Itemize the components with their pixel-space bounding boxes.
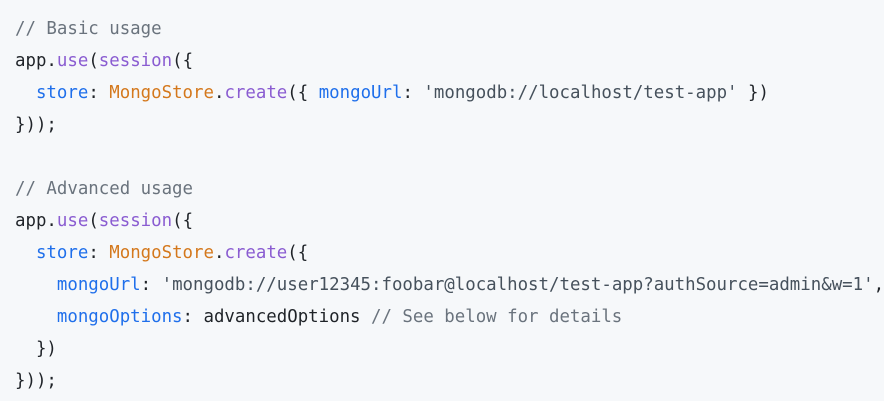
code-token-plain: : bbox=[402, 83, 424, 103]
code-token-prop: store bbox=[35, 83, 89, 103]
code-token-plain: . bbox=[213, 83, 225, 103]
code-line: // Basic usage bbox=[15, 13, 842, 45]
code-token-plain: }) bbox=[737, 83, 769, 103]
code-token-plain: ( bbox=[88, 211, 99, 231]
code-token-plain: : advancedOptions bbox=[182, 307, 371, 327]
code-token-method: use bbox=[56, 211, 89, 231]
code-token-class: MongoStore bbox=[109, 83, 214, 103]
code-token-comment: // See below for details bbox=[371, 307, 623, 327]
code-token-plain: : bbox=[140, 275, 162, 295]
code-token-prop: mongoUrl bbox=[318, 83, 403, 103]
code-token-method: session bbox=[98, 211, 173, 231]
code-token-plain: })); bbox=[15, 371, 57, 391]
code-line: store: MongoStore.create({ mongoUrl: 'mo… bbox=[15, 77, 842, 109]
code-token-comment: // Basic usage bbox=[15, 19, 162, 39]
code-token-string: 'mongodb://user12345:foobar@localhost/te… bbox=[161, 275, 874, 295]
code-token-plain: : bbox=[88, 243, 110, 263]
code-line: // Advanced usage bbox=[15, 173, 842, 205]
code-line: mongoOptions: advancedOptions // See bel… bbox=[15, 301, 842, 333]
code-line: })); bbox=[15, 109, 842, 141]
code-token-plain: ( bbox=[88, 51, 99, 71]
code-line: app.use(session({ bbox=[15, 45, 842, 77]
code-token-plain: , bbox=[873, 275, 884, 295]
code-line: }) bbox=[15, 333, 842, 365]
code-token-prop: mongoOptions bbox=[56, 307, 183, 327]
code-token-method: use bbox=[56, 51, 89, 71]
code-token-plain bbox=[15, 307, 57, 327]
code-token-comment: // Advanced usage bbox=[15, 179, 193, 199]
code-token-prop: store bbox=[35, 243, 89, 263]
code-token-plain: app. bbox=[15, 211, 57, 231]
code-token-method: create bbox=[224, 83, 288, 103]
code-line: app.use(session({ bbox=[15, 205, 842, 237]
code-token-plain: })); bbox=[15, 115, 57, 135]
code-line: store: MongoStore.create({ bbox=[15, 237, 842, 269]
code-token-plain: ({ bbox=[287, 83, 319, 103]
code-token-plain: app. bbox=[15, 51, 57, 71]
code-token-plain: : bbox=[88, 83, 110, 103]
code-token-plain: . bbox=[213, 243, 225, 263]
code-token-string: 'mongodb://localhost/test-app' bbox=[423, 83, 738, 103]
code-token-method: create bbox=[224, 243, 288, 263]
code-token-plain bbox=[15, 243, 36, 263]
code-line bbox=[15, 141, 842, 173]
code-line: })); bbox=[15, 365, 842, 397]
code-token-plain: ({ bbox=[172, 211, 194, 231]
code-token-plain bbox=[15, 275, 57, 295]
code-token-prop: mongoUrl bbox=[56, 275, 141, 295]
code-token-plain: ({ bbox=[287, 243, 309, 263]
code-token-plain: ({ bbox=[172, 51, 194, 71]
code-token-method: session bbox=[98, 51, 173, 71]
code-token-class: MongoStore bbox=[109, 243, 214, 263]
code-token-plain: }) bbox=[15, 339, 57, 359]
code-line: mongoUrl: 'mongodb://user12345:foobar@lo… bbox=[15, 269, 884, 301]
code-token-plain bbox=[15, 83, 36, 103]
